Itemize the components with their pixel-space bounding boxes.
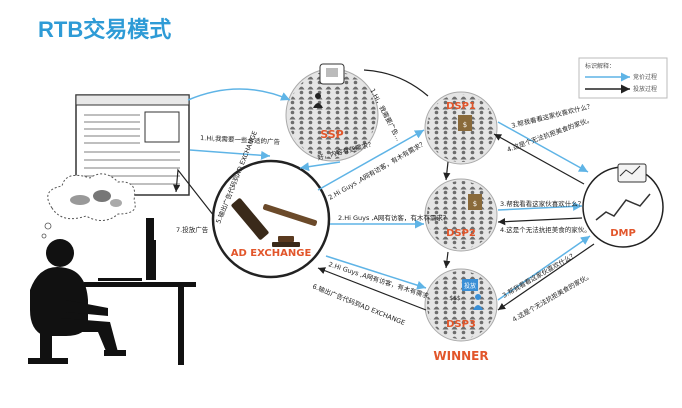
arrow-dsp3-to-adx: [317, 267, 427, 311]
legend-serve: 投放过程: [633, 85, 657, 93]
dmp-node: DMP: [582, 163, 664, 248]
dsp3-node: 投放 $$$ DSP3: [424, 268, 498, 342]
dsp2-bid-tag: $: [473, 200, 477, 208]
arrow-ssp-to-adx: [299, 161, 341, 172]
arrow-dsp-loop: [443, 161, 451, 181]
adx-node: AD EXCHANGE: [211, 159, 331, 279]
winner-label: WINNER: [433, 349, 488, 363]
arrow-dsp-loop2: [443, 251, 451, 269]
ssp-node: SSP: [285, 63, 379, 162]
arrow-dmp-to-dsp3: [497, 243, 595, 311]
dsp1-bid-tag: $: [463, 121, 467, 129]
arrow-webpage-to-adx: [189, 149, 271, 160]
arrow-dsp1-to-dmp: [497, 121, 589, 173]
arrow-adx-to-webpage: [173, 168, 215, 217]
arrow-adx-to-dsp3: [325, 255, 427, 290]
arrow-adx-to-dsp1: [317, 129, 425, 191]
label-step2-dsp2: 2.Hi Guys ,A网有访客，有木有需求？: [338, 213, 449, 222]
arrow-dsp1-to-adx-output: [363, 69, 429, 97]
page-title: RTB交易模式: [38, 17, 172, 42]
dsp1-node: $ DSP1: [424, 91, 498, 165]
label-step3-dsp2: 3.帮我看看这家伙喜欢什么？: [500, 199, 584, 208]
adx-label: AD EXCHANGE: [231, 248, 312, 259]
arrow-dmp-to-dsp2: [497, 217, 583, 226]
dmp-label: DMP: [610, 228, 636, 239]
legend-heading: 标识解释：: [585, 62, 615, 70]
user-at-computer: [28, 218, 196, 365]
arrow-dsp2-to-dmp: [497, 201, 583, 211]
legend-bid: 竞价过程: [633, 73, 657, 81]
label-step4-dsp3: 4.这是个无法抗拒美食的家伙。: [511, 271, 594, 324]
dsp3-label: DSP3: [446, 319, 476, 330]
legend: 标识解释： 竞价过程 投放过程: [578, 57, 668, 99]
thought-cloud: [41, 173, 136, 239]
label-step1-request: 1.Hi,我需要一些合适的广告: [200, 133, 281, 146]
label-step4-dsp2: 4.这是个无法抗拒美食的家伙。: [500, 225, 591, 234]
label-step7-serve: 7.投放广告: [176, 225, 209, 234]
arrow-dmp-to-dsp1: [493, 133, 585, 185]
dsp1-label: DSP1: [446, 101, 476, 112]
ssp-label: SSP: [320, 128, 343, 141]
arrow-dsp3-to-dmp: [497, 235, 591, 301]
dsp2-label: DSP2: [446, 228, 476, 239]
arrow-webpage-to-ssp: [187, 88, 291, 101]
webpage-window: [75, 94, 190, 196]
dsp2-node: $ DSP2: [424, 178, 498, 252]
dsp3-sign: 投放: [464, 282, 476, 290]
dsp3-bid-tag: $$$: [449, 295, 461, 302]
